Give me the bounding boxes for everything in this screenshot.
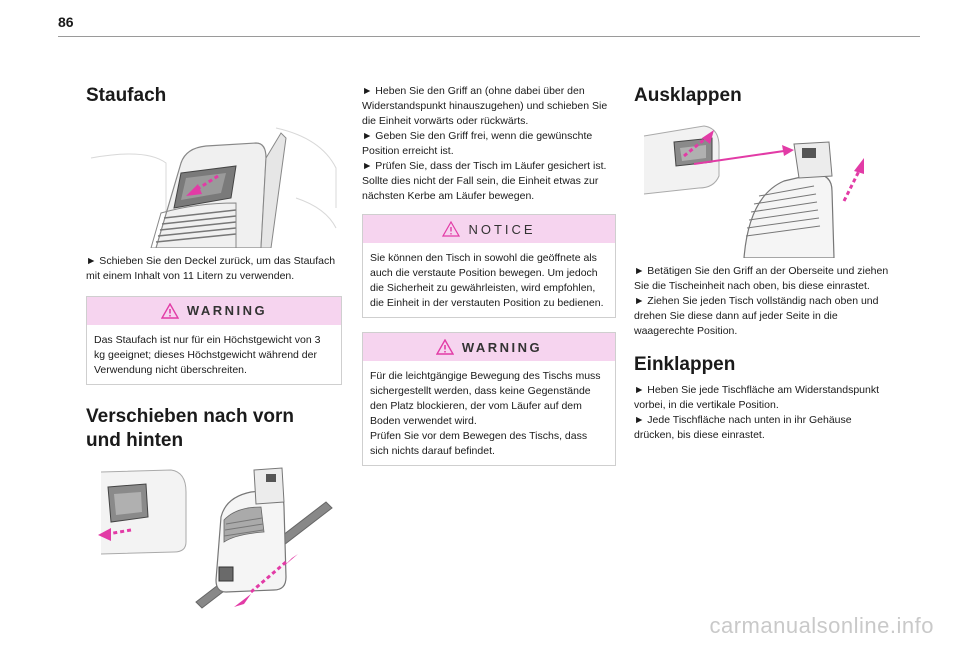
section-title-einklappen: Einklappen — [634, 353, 736, 375]
watermark: carmanualsonline.info — [709, 613, 934, 638]
section-title-ausklappen: Ausklappen — [634, 85, 742, 106]
column-right: Ausklappen ► Betätigen Sie den Griff an … — [634, 72, 890, 443]
notice-triangle-icon — [442, 221, 461, 237]
page-number: 86 — [58, 14, 74, 30]
warning-triangle-icon — [160, 302, 179, 319]
warning-header: WARNING — [87, 296, 341, 325]
notice-box: NOTICE Sie können den Tisch in sowohl di… — [362, 214, 616, 318]
einklappen-instructions: ► Heben Sie jede Tischfläche am Widersta… — [634, 383, 880, 441]
warning-header: WARNING — [363, 333, 615, 361]
notice-header: NOTICE — [363, 215, 615, 243]
table-slide-illustration — [86, 462, 342, 612]
warning-text: Das Staufach ist nur für ein Höchstgewic… — [94, 333, 321, 376]
column-left: Staufach ► Schieben Sie den Deckel — [86, 72, 342, 612]
warning-text: Für die leichtgängige Bewegung des Tisch… — [370, 370, 601, 457]
warning-box-verschieben: WARNING Für die leichtgängige Bewegung d… — [362, 332, 616, 466]
notice-text: Sie können den Tisch in sowohl die geöff… — [370, 252, 604, 309]
staufach-instructions: ► Schieben Sie den Deckel zurück, um das… — [86, 254, 336, 282]
notice-label: NOTICE — [468, 221, 536, 237]
table-unfold-illustration — [634, 116, 890, 259]
top-rule — [58, 36, 920, 37]
ausklappen-instructions: ► Betätigen Sie den Griff an der Obersei… — [634, 264, 889, 337]
warning-label: WARNING — [186, 303, 268, 319]
section-title-staufach: Staufach — [86, 85, 167, 106]
warning-label: WARNING — [461, 339, 543, 355]
section-title-verschieben: Verschieben nach vorn und hinten — [86, 405, 295, 451]
warning-triangle-icon — [435, 339, 454, 355]
verschieben-instructions: ► Heben Sie den Griff an (ohne dabei übe… — [362, 85, 608, 202]
column-middle: ► Heben Sie den Griff an (ohne dabei übe… — [362, 84, 616, 466]
storage-compartment-illustration — [86, 118, 342, 249]
warning-box-staufach: WARNING Das Staufach ist nur für ein Höc… — [86, 295, 342, 385]
